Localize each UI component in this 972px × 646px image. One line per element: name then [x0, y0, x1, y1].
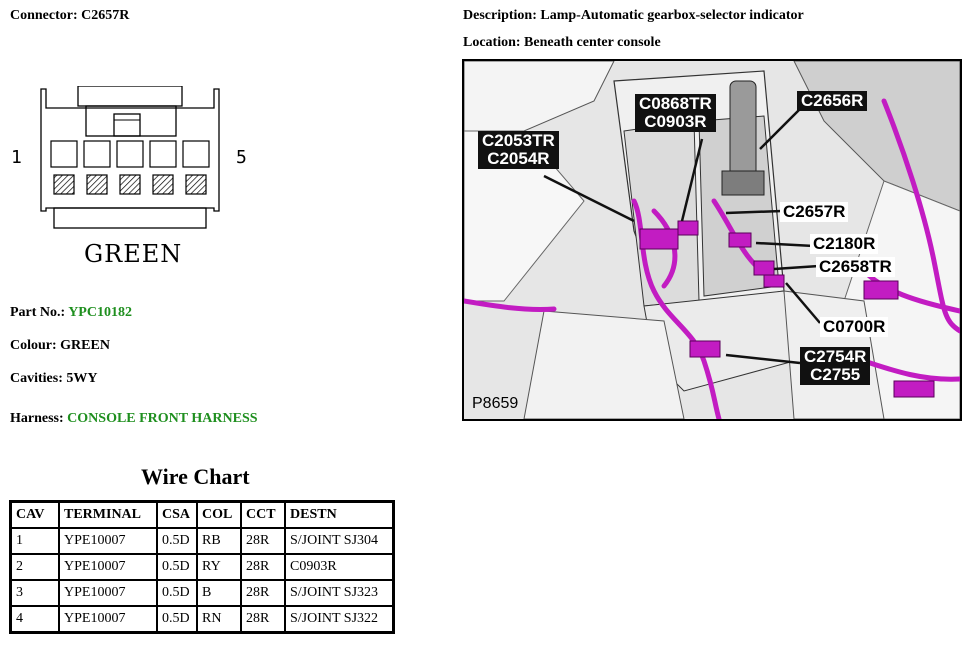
- cell-terminal: YPE10007: [58, 527, 158, 555]
- colour-label: Colour: GREEN: [10, 338, 110, 353]
- callout-c0868tr: C0868TR: [639, 94, 712, 113]
- callout-c2656r: C2656R: [797, 91, 868, 111]
- pin-number-left: 1: [11, 147, 22, 168]
- cell-destn: S/JOINT SJ304: [284, 527, 395, 555]
- callout-c2054r: C2054R: [487, 149, 550, 168]
- pin-number-right: 5: [236, 147, 247, 168]
- cell-csa: 0.5D: [156, 527, 198, 555]
- callout-c2657r: C2657R: [780, 202, 849, 222]
- part-number-value: YPC10182: [68, 305, 132, 320]
- cell-col: RB: [196, 527, 242, 555]
- cell-cct: 28R: [240, 605, 286, 634]
- cell-col: B: [196, 579, 242, 607]
- callout-c2754-c2755: C2754R C2755: [800, 347, 871, 385]
- cell-cav: 2: [9, 553, 60, 581]
- connector-label: Connector: C2657R: [10, 8, 130, 23]
- col-header-terminal: TERMINAL: [58, 500, 158, 529]
- callout-c2755: C2755: [810, 365, 861, 384]
- callout-c0868-c0903: C0868TR C0903R: [635, 94, 716, 132]
- harness-value: CONSOLE FRONT HARNESS: [67, 411, 258, 426]
- harness: Harness: CONSOLE FRONT HARNESS: [10, 411, 258, 427]
- col-header-cav: CAV: [9, 500, 60, 529]
- description-label: Description: Lamp-Automatic gearbox-sele…: [463, 8, 804, 23]
- location-illustration: C0868TR C0903R C2656R C2053TR C2054R C26…: [462, 59, 962, 421]
- cell-csa: 0.5D: [156, 553, 198, 581]
- cell-csa: 0.5D: [156, 605, 198, 634]
- cell-csa: 0.5D: [156, 579, 198, 607]
- callout-c2053-c2054: C2053TR C2054R: [478, 131, 559, 169]
- part-number: Part No.: YPC10182: [10, 305, 132, 321]
- cell-destn: S/JOINT SJ323: [284, 579, 395, 607]
- col-header-csa: CSA: [156, 500, 198, 529]
- part-number-label: Part No.:: [10, 305, 69, 320]
- cell-terminal: YPE10007: [58, 553, 158, 581]
- location-label: Location: Beneath center console: [463, 35, 661, 50]
- cell-cav: 4: [9, 605, 60, 634]
- callout-c2180r: C2180R: [810, 234, 879, 254]
- cell-cct: 28R: [240, 579, 286, 607]
- table-row: 3 YPE10007 0.5D B 28R S/JOINT SJ323: [9, 579, 395, 607]
- cell-cav: 1: [9, 527, 60, 555]
- illustration-id: P8659: [472, 395, 519, 412]
- cell-cct: 28R: [240, 553, 286, 581]
- cell-destn: S/JOINT SJ322: [284, 605, 395, 634]
- cell-col: RY: [196, 553, 242, 581]
- connector-face-diagram: [40, 86, 220, 229]
- wire-chart-table: CAV TERMINAL CSA COL CCT DESTN 1 YPE1000…: [9, 500, 395, 634]
- col-header-destn: DESTN: [284, 500, 395, 529]
- cell-cct: 28R: [240, 527, 286, 555]
- wire-chart-title: Wire Chart: [141, 464, 250, 489]
- callout-c2658tr: C2658TR: [816, 257, 895, 277]
- cell-col: RN: [196, 605, 242, 634]
- callout-c0903r: C0903R: [644, 112, 707, 131]
- cell-terminal: YPE10007: [58, 605, 158, 634]
- cell-destn: C0903R: [284, 553, 395, 581]
- connector-colour-caption: GREEN: [84, 240, 183, 268]
- cell-terminal: YPE10007: [58, 579, 158, 607]
- col-header-col: COL: [196, 500, 242, 529]
- callout-c0700r: C0700R: [820, 317, 889, 337]
- harness-label: Harness:: [10, 411, 68, 426]
- col-header-cct: CCT: [240, 500, 286, 529]
- table-row: 4 YPE10007 0.5D RN 28R S/JOINT SJ322: [9, 605, 395, 634]
- table-row: 1 YPE10007 0.5D RB 28R S/JOINT SJ304: [9, 527, 395, 555]
- table-row: 2 YPE10007 0.5D RY 28R C0903R: [9, 553, 395, 581]
- cavities-label: Cavities: 5WY: [10, 371, 98, 386]
- callout-c2754r: C2754R: [804, 347, 867, 366]
- callout-c2053tr: C2053TR: [482, 131, 555, 150]
- cell-cav: 3: [9, 579, 60, 607]
- table-header-row: CAV TERMINAL CSA COL CCT DESTN: [9, 500, 395, 529]
